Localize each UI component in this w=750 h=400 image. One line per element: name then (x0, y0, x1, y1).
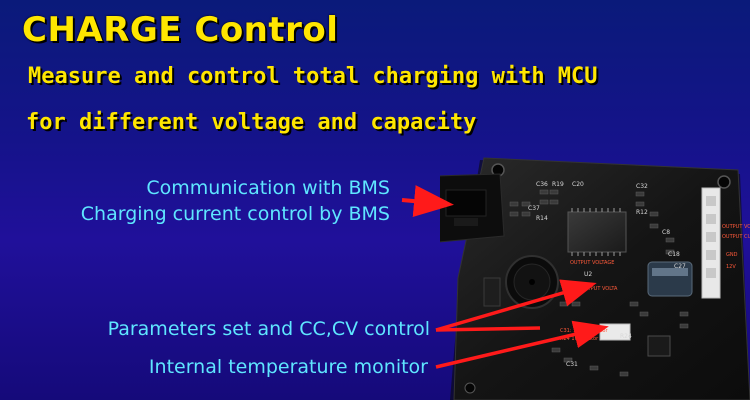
page-title: CHARGE Control (22, 10, 339, 50)
svg-text:R19: R19 (552, 181, 564, 188)
power-capacitor (647, 261, 693, 297)
svg-text:C8: C8 (662, 229, 670, 236)
svg-text:R12: R12 (636, 209, 648, 216)
svg-text:GND: GND (726, 252, 738, 258)
transistor (647, 335, 671, 357)
svg-text:C18: C18 (668, 251, 680, 258)
svg-text:12V: 12V (726, 264, 736, 270)
mounting-hole (464, 382, 476, 394)
svg-text:U2: U2 (584, 271, 592, 278)
svg-text:OUTPUT VOLT: OUTPUT VOLT (722, 224, 750, 230)
svg-text:C37: C37 (528, 205, 540, 212)
subtitle-line-2: for different voltage and capacity (26, 110, 477, 135)
svg-text:OUTPUT VOLTA: OUTPUT VOLTA (580, 286, 618, 292)
svg-text:R14: R14 (536, 215, 548, 222)
mcu-chip (567, 208, 627, 256)
svg-text:OUTPUT VOLTAGE: OUTPUT VOLTAGE (570, 260, 614, 266)
output-connector-strip (701, 187, 721, 299)
svg-text:C20: C20 (572, 181, 584, 188)
pcb-board-image: C36 R19 C20 C37 R14 C32 R12 U2 C8 C18 C2… (440, 157, 750, 400)
svg-text:R24: R24 (620, 333, 632, 340)
pcb-photo: C36 R19 C20 C37 R14 C32 R12 U2 C8 C18 C2… (440, 152, 750, 400)
svg-text:R24 1K resistor: R24 1K resistor (560, 336, 599, 342)
mounting-hole (717, 175, 731, 189)
svg-text:C36: C36 (536, 181, 548, 188)
svg-text:C27: C27 (674, 263, 686, 270)
rj-connector (440, 173, 505, 243)
annotation-communication: Communication with BMS (146, 177, 390, 199)
subtitle-line-1: Measure and control total charging with … (28, 64, 598, 89)
annotation-temperature: Internal temperature monitor (148, 356, 428, 378)
svg-text:OUTPUT CURR: OUTPUT CURR (722, 234, 750, 240)
header-connector (483, 277, 501, 307)
svg-text:C31: 104 capacitor: C31: 104 capacitor (560, 328, 608, 334)
buzzer (505, 255, 559, 309)
svg-text:C31: C31 (566, 361, 578, 368)
annotation-parameters: Parameters set and CC,CV control (107, 318, 430, 340)
annotation-current-control: Charging current control by BMS (80, 203, 390, 225)
svg-text:C32: C32 (636, 183, 648, 190)
